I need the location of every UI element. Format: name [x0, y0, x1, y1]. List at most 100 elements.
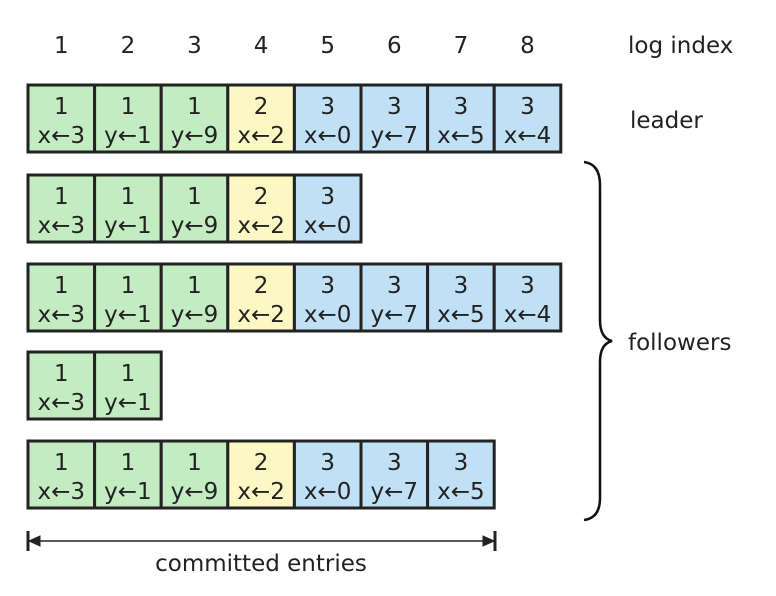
entry-command: x←5	[437, 123, 485, 149]
entry-cell	[426, 83, 496, 154]
log-entry: 3x←4	[492, 262, 563, 333]
entry-command: y←1	[104, 479, 152, 505]
follower-log: 1x←31y←11y←92x←23x←03y←73x←5	[26, 439, 496, 510]
followers-brace	[583, 160, 613, 522]
log-entry: 1x←3	[26, 350, 97, 421]
entry-command: y←1	[104, 213, 152, 239]
entry-command: x←2	[237, 213, 285, 239]
entry-command: y←9	[171, 302, 219, 328]
log-index-6: 6	[387, 33, 402, 59]
log-entry: 3x←5	[426, 439, 496, 510]
entry-command: y←9	[171, 123, 219, 149]
log-entry: 2x←2	[226, 173, 296, 244]
log-index-label: log index	[628, 33, 733, 59]
entry-cell	[426, 439, 496, 510]
committed-arrow	[26, 531, 497, 551]
entry-command: x←0	[304, 123, 352, 149]
log-entry: 3x←0	[292, 173, 363, 244]
entry-command: x←0	[304, 302, 352, 328]
log-index-8: 8	[520, 33, 535, 59]
entry-command: y←1	[104, 390, 152, 416]
leader-label: leader	[630, 108, 703, 134]
entry-command: y←9	[171, 213, 219, 239]
entry-cell	[93, 173, 163, 244]
entry-cell	[492, 83, 563, 154]
follower-log: 1x←31y←1	[26, 350, 163, 421]
log-entry: 1y←1	[93, 439, 163, 510]
entry-term: 1	[54, 361, 69, 387]
log-entry: 1y←1	[93, 173, 163, 244]
entry-term: 1	[187, 94, 202, 120]
entry-cell	[159, 262, 230, 333]
entry-command: y←1	[104, 123, 152, 149]
log-index-1: 1	[54, 33, 69, 59]
entry-term: 3	[320, 184, 335, 210]
entry-cell	[426, 262, 496, 333]
log-index-4: 4	[254, 33, 269, 59]
entry-command: y←7	[371, 302, 419, 328]
log-entry: 1x←3	[26, 83, 97, 154]
log-entry: 3y←7	[359, 439, 430, 510]
entry-term: 3	[520, 273, 535, 299]
entry-command: y←7	[371, 123, 419, 149]
entry-term: 2	[254, 273, 269, 299]
log-entry: 3x←0	[292, 262, 363, 333]
entry-term: 3	[387, 450, 402, 476]
entry-term: 1	[121, 184, 136, 210]
entry-cell	[93, 83, 163, 154]
entry-command: x←4	[504, 302, 552, 328]
log-entry: 1x←3	[26, 173, 97, 244]
entry-command: x←5	[437, 302, 485, 328]
log-index-2: 2	[121, 33, 136, 59]
follower-log: 1x←31y←11y←92x←23x←0	[26, 173, 363, 244]
entry-term: 1	[121, 273, 136, 299]
log-entry: 3y←7	[359, 262, 430, 333]
entry-cell	[359, 262, 430, 333]
entry-term: 3	[320, 273, 335, 299]
entry-cell	[226, 439, 296, 510]
log-entry: 1y←9	[159, 173, 230, 244]
entry-cell	[226, 173, 296, 244]
entry-command: x←3	[38, 390, 86, 416]
entry-command: x←5	[437, 479, 485, 505]
entry-term: 3	[454, 273, 469, 299]
entry-term: 1	[54, 273, 69, 299]
entry-cell	[26, 262, 97, 333]
entry-cell	[359, 439, 430, 510]
log-entry: 3x←5	[426, 262, 496, 333]
entry-command: y←7	[371, 479, 419, 505]
entry-cell	[93, 439, 163, 510]
entry-cell	[26, 350, 97, 421]
entry-cell	[492, 262, 563, 333]
log-entry: 3y←7	[359, 83, 430, 154]
entry-term: 2	[254, 94, 269, 120]
committed-entries-label: committed entries	[155, 551, 367, 577]
log-entry: 3x←0	[292, 83, 363, 154]
entry-term: 3	[387, 273, 402, 299]
entry-command: x←0	[304, 479, 352, 505]
entry-command: x←4	[504, 123, 552, 149]
entry-cell	[292, 439, 363, 510]
entry-term: 3	[320, 450, 335, 476]
followers-label: followers	[628, 330, 731, 356]
entry-term: 3	[387, 94, 402, 120]
entry-term: 1	[121, 361, 136, 387]
entry-command: x←2	[237, 302, 285, 328]
entry-cell	[93, 350, 163, 421]
entry-term: 1	[54, 450, 69, 476]
log-rows: 1x←31y←11y←92x←23x←03y←73x←53x←41x←31y←1…	[26, 83, 563, 510]
log-entry: 1x←3	[26, 262, 97, 333]
log-entry: 3x←0	[292, 439, 363, 510]
log-entry: 2x←2	[226, 439, 296, 510]
entry-term: 2	[254, 450, 269, 476]
log-entry: 1x←3	[26, 439, 97, 510]
entry-command: x←3	[38, 479, 86, 505]
log-entry: 2x←2	[226, 262, 296, 333]
log-entry: 3x←5	[426, 83, 496, 154]
log-entry: 1y←1	[93, 262, 163, 333]
entry-cell	[159, 83, 230, 154]
entry-term: 2	[254, 184, 269, 210]
entry-term: 1	[187, 184, 202, 210]
log-index-7: 7	[454, 33, 469, 59]
